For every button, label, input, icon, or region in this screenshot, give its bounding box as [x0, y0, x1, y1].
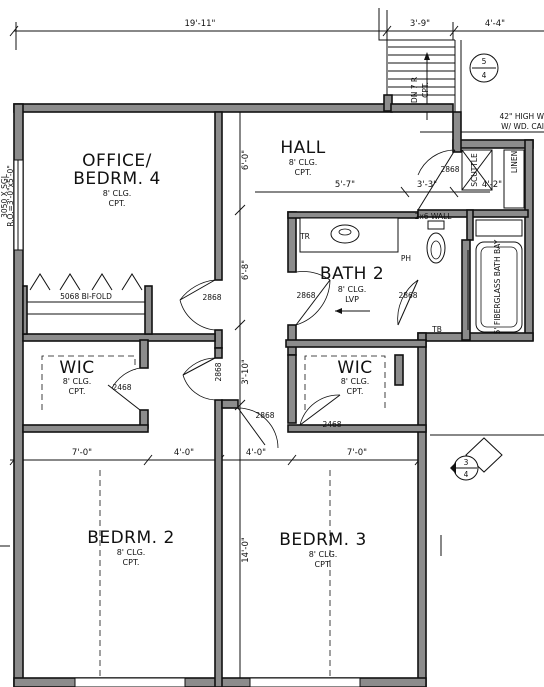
bath-ceiling: 8' CLG.	[338, 285, 367, 294]
door-wic1-label: 2468	[112, 383, 131, 392]
closet-shelf	[27, 301, 145, 315]
dim-linen-width: 4'-2"	[482, 180, 502, 190]
bed2-floor: CPT.	[123, 558, 140, 567]
wic2-floor: CPT.	[347, 387, 364, 396]
callout-top-sheet: 4	[482, 71, 487, 80]
rail-note-1: 42" HIGH W	[500, 112, 544, 121]
dim-row-3: 4'-0"	[246, 448, 266, 458]
bottom-windows	[74, 677, 361, 687]
bath-bay-label: 5' FIBERGLASS BATH BAY	[493, 239, 502, 334]
bath-floor: LVP	[345, 295, 359, 304]
tb-label: TB	[431, 325, 442, 334]
hall-ceiling: 8' CLG.	[289, 158, 318, 167]
dim-bed-height: 14'-0"	[241, 537, 251, 563]
scuttle-linen	[461, 149, 525, 237]
door-bath-right-label: 2868	[398, 291, 417, 300]
dim-bath-offset: 3'-3"	[417, 180, 437, 190]
linen-label: LINEN	[510, 151, 519, 173]
hall-floor: CPT.	[295, 168, 312, 177]
door-linen-label: 2868	[440, 165, 459, 174]
centre-lines	[0, 470, 442, 678]
callout-mid-sheet: 4	[464, 470, 469, 479]
bed3-floor: CPT.	[315, 560, 332, 569]
door-bath-left-label: 2868	[296, 291, 315, 300]
dim-top-overall: 19'-11"	[185, 19, 216, 29]
window-label-2: R.O.=3'-0"x5'-0"	[6, 165, 15, 227]
door-wic2-label: 2468	[322, 420, 341, 429]
office-floor: CPT.	[109, 199, 126, 208]
dim-top-right: 4'-4"	[485, 19, 505, 29]
office-ceiling: 8' CLG.	[103, 189, 132, 198]
tr-label: TR	[299, 232, 310, 241]
dim-hall-width: 5'-7"	[335, 180, 355, 190]
wic2-title: WIC	[337, 358, 372, 378]
window-left	[13, 159, 24, 251]
closet-label: 5068 BI-FOLD	[60, 292, 112, 301]
section-callouts	[450, 53, 503, 481]
stair	[378, 8, 462, 140]
wic2-ceiling: 8' CLG.	[341, 377, 370, 386]
dim-wic-height: 3'-10"	[241, 359, 251, 385]
door-hall-small-label: 2868	[255, 411, 274, 420]
office-title-2: BEDRM. 4	[73, 169, 161, 189]
rail-note-2: W/ WD. CAI	[501, 122, 544, 131]
doors	[107, 149, 456, 449]
bath-title: BATH 2	[320, 264, 384, 284]
dimension-labels: 19'-11" 3'-9" 4'-4" 5'-7" 3'-3" 4'-2" 7'…	[72, 19, 505, 563]
annotation-labels: 5068 BI-FOLD 2868 2868 2868 2468 2468 28…	[0, 57, 544, 479]
bed3-title: BEDRM. 3	[279, 530, 367, 550]
dim-row-1: 7'-0"	[72, 448, 92, 458]
stair-down-label: DN 7 R	[410, 77, 419, 103]
bifold-doors	[29, 273, 143, 291]
wall-note: 2x6 WALL	[415, 212, 453, 221]
office-title: OFFICE/	[82, 151, 152, 171]
door-wic1-side-label: 2868	[214, 362, 223, 381]
lvp-arrow	[335, 308, 370, 314]
callout-top-number: 5	[482, 57, 487, 66]
bed2-title: BEDRM. 2	[87, 528, 175, 548]
bath-fixtures	[299, 217, 523, 333]
wic-shelves	[41, 355, 386, 410]
bed2-ceiling: 8' CLG.	[117, 548, 146, 557]
door-office-label: 2868	[202, 293, 221, 302]
hall-title: HALL	[280, 138, 325, 158]
wic1-title: WIC	[59, 358, 94, 378]
dim-row-2: 4'-0"	[174, 448, 194, 458]
dim-top-stair: 3'-9"	[410, 19, 430, 29]
walls	[13, 94, 534, 687]
callout-mid-number: 3	[464, 458, 469, 467]
ph-label: PH	[401, 254, 411, 263]
dim-mid-height: 6'-8"	[241, 260, 251, 280]
wic1-floor: CPT.	[69, 387, 86, 396]
stair-floor-label: CPT.	[421, 82, 430, 98]
dim-row-4: 7'-0"	[347, 448, 367, 458]
window-label-1: 3050 X SGL	[0, 173, 9, 218]
wic1-ceiling: 8' CLG.	[63, 377, 92, 386]
scuttle-label: SCUTTLE	[470, 153, 479, 187]
room-labels: OFFICE/ BEDRM. 4 8' CLG. CPT. HALL 8' CL…	[59, 138, 384, 569]
bed3-ceiling: 8' CLG.	[309, 550, 338, 559]
dim-hall-height: 6'-0"	[241, 150, 251, 170]
